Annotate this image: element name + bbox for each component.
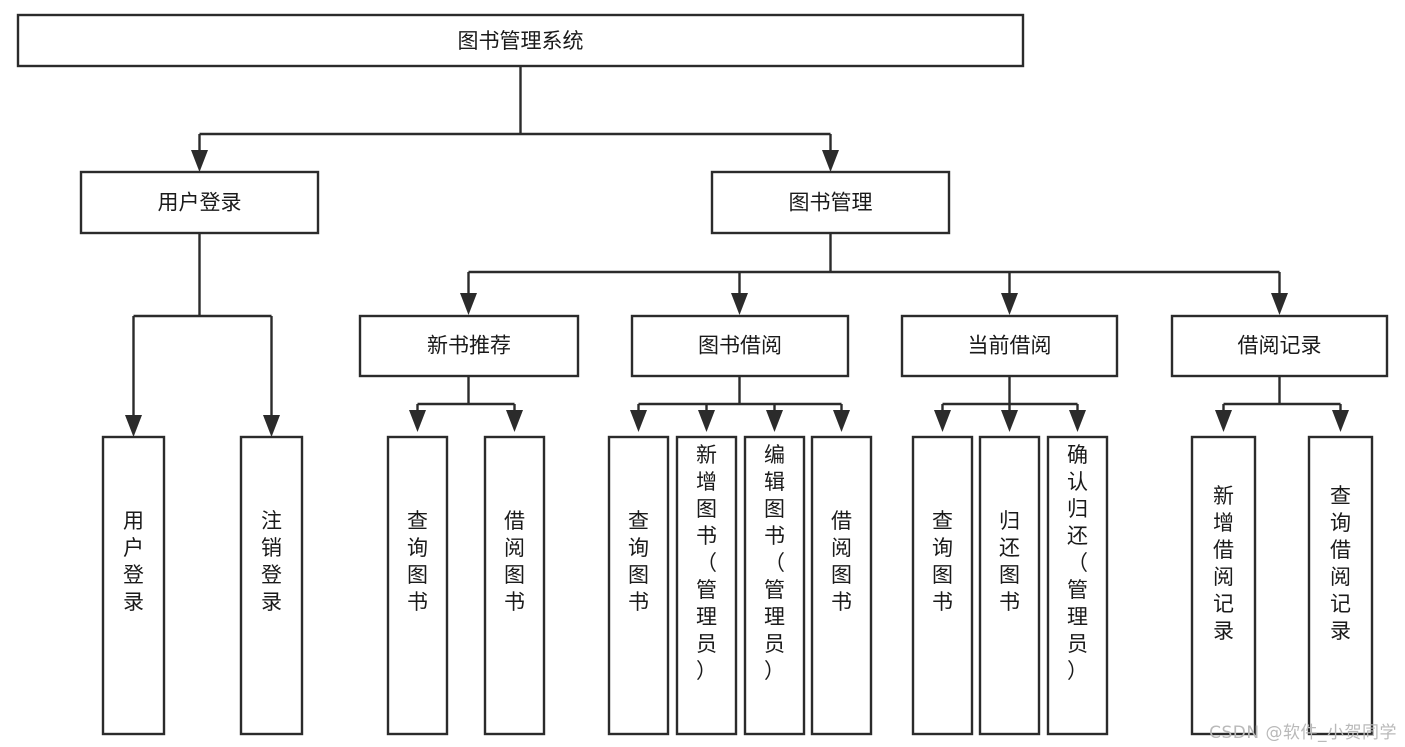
node-book-borrow[interactable]: 图书借阅 bbox=[630, 314, 850, 378]
leaf-label-vertical: 查询图书 bbox=[407, 509, 428, 614]
node-root-label: 图书管理系统 bbox=[458, 29, 584, 53]
node-current-borrow-label: 当前借阅 bbox=[968, 334, 1052, 358]
leaf-current-borrow-return[interactable]: 归还图书 bbox=[978, 435, 1041, 736]
node-borrow-record-label: 借阅记录 bbox=[1238, 334, 1322, 358]
leaf-label-vertical: 用户登录 bbox=[123, 509, 144, 614]
arrowhead-layer bbox=[125, 150, 1349, 437]
leaf-label-vertical: 查询借阅记录 bbox=[1330, 484, 1351, 643]
leaf-user-login-login[interactable]: 用户登录 bbox=[101, 435, 166, 736]
arrowhead-icon bbox=[1001, 293, 1018, 315]
arrowhead-icon bbox=[934, 410, 951, 432]
node-user-login[interactable]: 用户登录 bbox=[79, 170, 320, 235]
arrowhead-icon bbox=[630, 410, 647, 432]
arrowhead-icon bbox=[409, 410, 426, 432]
node-borrow-record[interactable]: 借阅记录 bbox=[1170, 314, 1389, 378]
leaf-label-vertical: 借阅图书 bbox=[504, 509, 525, 614]
arrowhead-icon bbox=[1271, 293, 1288, 315]
node-book-manage-label: 图书管理 bbox=[789, 191, 873, 215]
arrowhead-icon bbox=[731, 293, 748, 315]
leaf-label-vertical: 确认归还（管理员） bbox=[1067, 443, 1088, 683]
leaf-borrow-record-add[interactable]: 新增借阅记录 bbox=[1190, 435, 1257, 736]
node-book-manage[interactable]: 图书管理 bbox=[710, 170, 951, 235]
arrowhead-icon bbox=[833, 410, 850, 432]
node-new-book-recommend[interactable]: 新书推荐 bbox=[358, 314, 580, 378]
arrowhead-icon bbox=[460, 293, 477, 315]
node-layer: 图书管理系统 用户登录 图书管理 新书推荐 图书借阅 bbox=[16, 13, 1389, 736]
arrowhead-icon bbox=[766, 410, 783, 432]
arrowhead-icon bbox=[1001, 410, 1018, 432]
node-book-borrow-label: 图书借阅 bbox=[698, 334, 782, 358]
arrowhead-icon bbox=[822, 150, 839, 172]
leaf-new-book-query[interactable]: 查询图书 bbox=[386, 435, 449, 736]
leaf-label-vertical: 编辑图书（管理员） bbox=[764, 443, 785, 683]
leaf-book-borrow-query[interactable]: 查询图书 bbox=[607, 435, 670, 736]
arrowhead-icon bbox=[506, 410, 523, 432]
arrowhead-icon bbox=[263, 415, 280, 437]
leaf-book-borrow-borrow[interactable]: 借阅图书 bbox=[810, 435, 873, 736]
arrowhead-icon bbox=[698, 410, 715, 432]
arrowhead-icon bbox=[191, 150, 208, 172]
leaf-label-vertical: 新增借阅记录 bbox=[1213, 484, 1234, 643]
leaf-book-borrow-add[interactable]: 新增图书（管理员） bbox=[675, 435, 738, 736]
leaf-label-vertical: 新增图书（管理员） bbox=[696, 443, 717, 683]
leaf-borrow-record-query[interactable]: 查询借阅记录 bbox=[1307, 435, 1374, 736]
leaf-label-vertical: 借阅图书 bbox=[831, 509, 852, 614]
leaf-book-borrow-edit[interactable]: 编辑图书（管理员） bbox=[743, 435, 806, 736]
leaf-user-login-logout[interactable]: 注销登录 bbox=[239, 435, 304, 736]
leaf-current-borrow-confirm[interactable]: 确认归还（管理员） bbox=[1046, 435, 1109, 736]
arrowhead-icon bbox=[1215, 410, 1232, 432]
node-current-borrow[interactable]: 当前借阅 bbox=[900, 314, 1119, 378]
leaf-label-vertical: 查询图书 bbox=[628, 509, 649, 614]
leaf-current-borrow-query[interactable]: 查询图书 bbox=[911, 435, 974, 736]
arrowhead-icon bbox=[125, 415, 142, 437]
leaf-label-vertical: 归还图书 bbox=[999, 509, 1020, 614]
leaf-new-book-borrow[interactable]: 借阅图书 bbox=[483, 435, 546, 736]
leaf-label-vertical: 注销登录 bbox=[261, 509, 282, 614]
node-root[interactable]: 图书管理系统 bbox=[16, 13, 1025, 68]
arrowhead-icon bbox=[1069, 410, 1086, 432]
leaf-label-vertical: 查询图书 bbox=[932, 509, 953, 614]
arrowhead-icon bbox=[1332, 410, 1349, 432]
node-new-book-recommend-label: 新书推荐 bbox=[427, 334, 511, 358]
node-user-login-label: 用户登录 bbox=[158, 191, 242, 215]
